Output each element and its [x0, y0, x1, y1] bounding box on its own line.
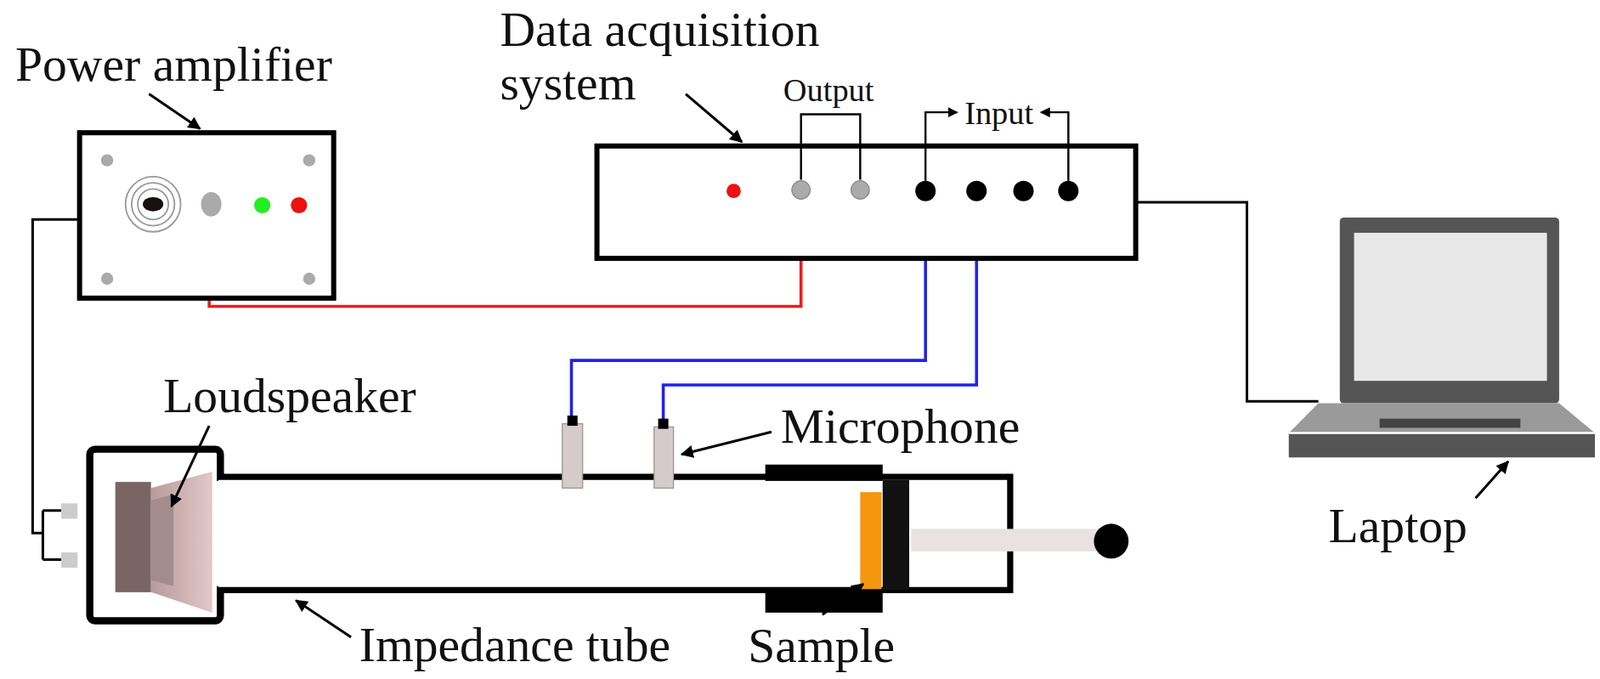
sample-holder: [765, 587, 883, 613]
part-label: Microphone: [780, 399, 1021, 453]
part-label: Output: [783, 72, 875, 108]
part-label: Impedance tube: [359, 617, 671, 672]
power-amplifier: [79, 132, 334, 299]
microphone: [654, 426, 674, 488]
data-acquisition-unit: [597, 112, 1137, 259]
laptop-screen: [1354, 232, 1548, 381]
status-led: [726, 183, 741, 198]
leader-lines: [148, 94, 1509, 638]
input-port: [966, 180, 987, 202]
leader-arrow: [685, 94, 742, 142]
input-jack: [201, 192, 222, 217]
part-label: Laptop: [1328, 498, 1468, 553]
output-port: [791, 180, 811, 200]
part-label: Sample: [747, 618, 895, 673]
piston-plate: [882, 480, 910, 591]
sample-holder: [765, 464, 883, 481]
input-port: [915, 180, 936, 202]
leader-arrow: [1475, 461, 1508, 498]
leader-arrow: [148, 94, 200, 130]
part-label: Input: [964, 95, 1034, 131]
status-led: [290, 197, 307, 214]
laptop-icon: [1289, 217, 1595, 458]
knob-ring: [137, 188, 169, 220]
housing-gap: [211, 480, 224, 587]
input-port: [1057, 180, 1079, 202]
part-label: Power amplifier: [15, 37, 333, 91]
sample: [859, 491, 882, 589]
leader-arrow: [171, 425, 210, 507]
speaker-magnet: [115, 481, 152, 593]
part-label: Loudspeaker: [163, 368, 417, 423]
knob-ring: [125, 176, 181, 232]
usb-cable: [1136, 202, 1319, 402]
speaker-cone: [151, 471, 213, 613]
piston-rod: [910, 528, 1097, 551]
touchpad: [1379, 418, 1521, 429]
knob-ring: [131, 182, 175, 226]
laptop-front: [1289, 432, 1595, 458]
piston-knob: [1093, 523, 1129, 559]
input-bracket: [1040, 112, 1069, 181]
amplifier-case: [79, 132, 334, 299]
microphone-cap: [567, 415, 578, 426]
screw: [101, 272, 114, 285]
speaker-wire: [32, 219, 80, 560]
connector: [61, 552, 78, 568]
knob: [142, 197, 164, 212]
laptop-edge: [1289, 431, 1595, 434]
screw: [101, 153, 114, 166]
microphone: [562, 424, 583, 489]
screw: [303, 272, 316, 285]
output-bracket: [801, 114, 861, 181]
input-port: [1012, 180, 1034, 202]
laptop-lid: [1339, 217, 1560, 404]
leader-arrow: [295, 599, 351, 637]
connector: [61, 503, 78, 519]
laptop-base: [1289, 403, 1595, 434]
output-port: [851, 180, 871, 200]
daq-case: [597, 146, 1137, 259]
screw: [303, 153, 316, 166]
tube-wall: [218, 476, 1011, 590]
microphone-cap: [658, 418, 669, 430]
power-led: [254, 197, 271, 214]
speaker-cone: [151, 494, 174, 587]
input-bracket: [925, 112, 957, 181]
speaker-housing: [90, 449, 221, 622]
leader-arrow: [681, 431, 772, 454]
leader-arrow: [822, 583, 864, 615]
